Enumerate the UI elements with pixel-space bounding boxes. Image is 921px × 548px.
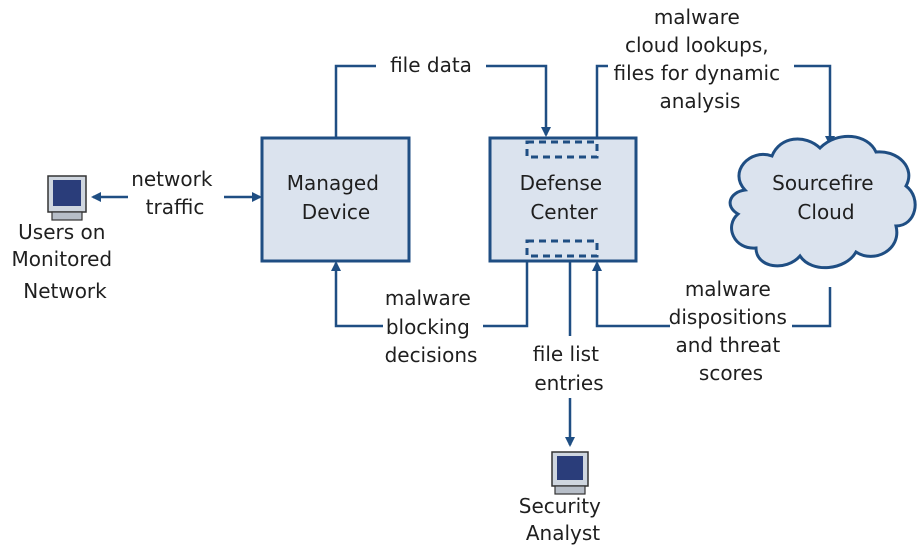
- blocking-decisions-label: malware blocking decisions: [385, 286, 478, 367]
- dispositions-label-line: dispositions: [669, 305, 787, 329]
- dispositions-label-line: malware: [685, 277, 771, 301]
- cloud-label-line: Cloud: [797, 200, 854, 224]
- sourcefire-cloud-shape: [728, 134, 917, 270]
- defense-center-upper-port: [525, 140, 599, 159]
- users-label-line: Users on: [18, 220, 105, 244]
- file-list-entries-label-line: file list: [533, 342, 599, 366]
- cloud-lookups-label: malware cloud lookups, files for dynamic…: [614, 5, 787, 113]
- blocking-decisions-label-line: malware: [385, 286, 471, 310]
- cloud-lookups-label-line: malware: [654, 5, 740, 29]
- defense-center-lower-port: [525, 239, 599, 258]
- network-traffic-label: network traffic: [131, 167, 219, 219]
- dispositions-label-line: scores: [699, 361, 763, 385]
- file-list-entries-label-line: entries: [534, 371, 603, 395]
- users-label-line: Monitored: [12, 247, 113, 271]
- file-data-label: file data: [390, 53, 472, 77]
- network-traffic-label-line: traffic: [146, 195, 205, 219]
- managed-device-label-line: Managed: [287, 171, 379, 195]
- users-computer-icon: [47, 175, 87, 221]
- blocking-decisions-label-line: decisions: [385, 343, 478, 367]
- analyst-label-line: Analyst: [526, 521, 600, 545]
- analyst-label: Security Analyst: [519, 494, 608, 545]
- managed-device-label-line: Device: [302, 200, 370, 224]
- file-list-entries-label: file list entries: [533, 342, 606, 395]
- network-traffic-label-line: network: [131, 167, 213, 191]
- users-label-line: Network: [23, 279, 107, 303]
- users-label: Users on Monitored Network: [12, 220, 119, 303]
- cloud-label-line: Sourcefire: [772, 171, 873, 195]
- defense-center-label-line: Defense: [520, 171, 602, 195]
- managed-device-label: Managed Device: [287, 171, 386, 224]
- defense-center-label-line: Center: [530, 200, 598, 224]
- cloud-lookups-label-line: cloud lookups,: [625, 33, 769, 57]
- cloud-lookups-label-line: analysis: [660, 89, 741, 113]
- managed-device-box: [260, 136, 411, 263]
- cloud-label: Sourcefire Cloud: [772, 171, 880, 224]
- blocking-decisions-label-line: blocking: [386, 315, 470, 339]
- analyst-label-line: Security: [519, 494, 601, 518]
- analyst-computer-icon: [551, 451, 589, 495]
- dispositions-label-line: and threat: [675, 333, 780, 357]
- cloud-lookups-label-line: files for dynamic: [614, 61, 781, 85]
- file-data-label-line: file data: [390, 53, 472, 77]
- defense-center-label: Defense Center: [520, 171, 609, 224]
- dispositions-label: malware dispositions and threat scores: [669, 277, 794, 385]
